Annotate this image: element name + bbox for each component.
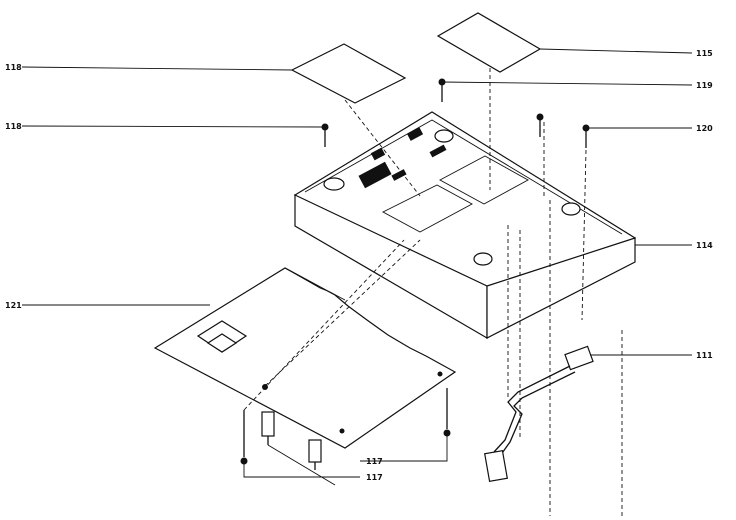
label-pad-right [436,12,542,73]
circuit-board [153,267,457,449]
callout-111: 111 [696,351,713,360]
cable-assembly [484,345,594,483]
callout-114: 114 [696,241,713,250]
callout-117-b: 117 [366,473,383,482]
standoff-leg [261,411,275,445]
callout-118-b: 118 [5,122,22,131]
callout-121: 121 [5,301,22,310]
leader-lines [21,48,693,486]
callout-115: 115 [696,49,713,58]
callout-117-a: 117 [366,457,383,466]
screw [536,113,544,137]
rubber-foot [323,129,581,266]
standoff-leg [308,439,322,470]
callout-labels: 118 118 121 115 119 120 114 111 117 117 [5,49,713,482]
callout-118-a: 118 [5,63,22,72]
callout-120: 120 [696,124,713,133]
callout-119: 119 [696,81,713,90]
board-screw [443,388,451,437]
alignment-lines [243,68,623,516]
board-screw [240,410,248,465]
label-pad-left [290,43,407,104]
